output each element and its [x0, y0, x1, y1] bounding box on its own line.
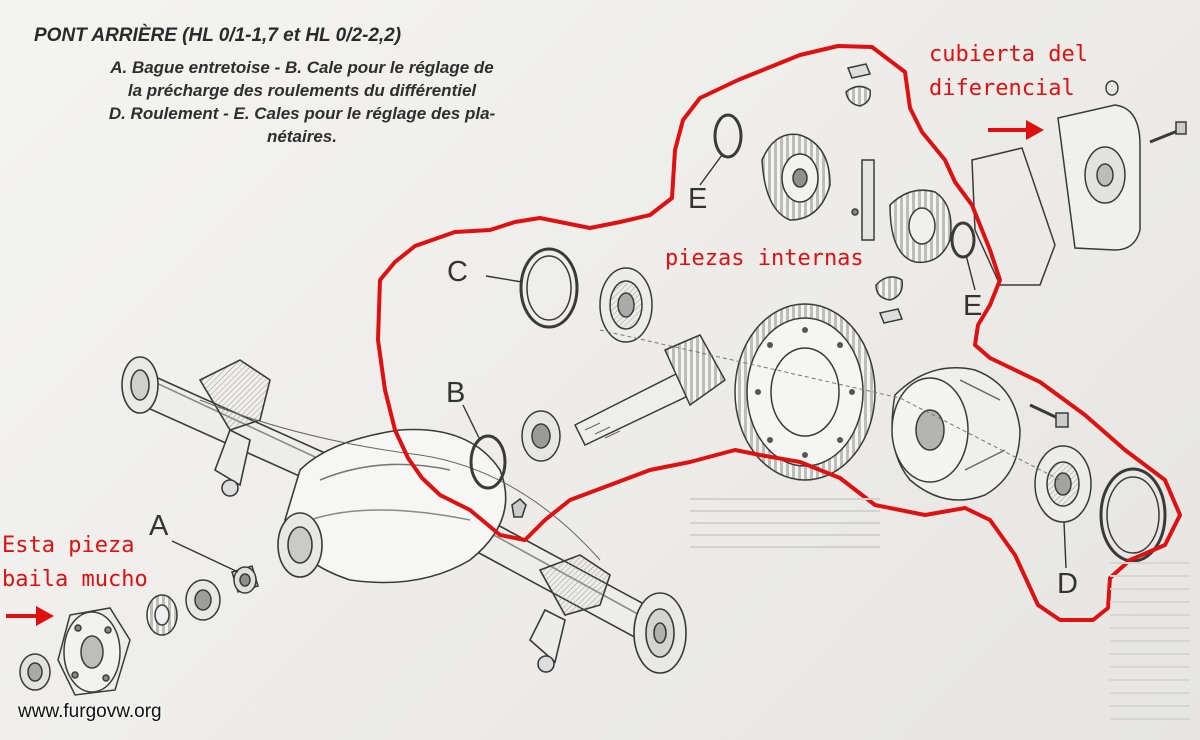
leader-A: [171, 540, 239, 573]
differential-parts: [469, 63, 1167, 563]
loose-part-annotation-line-2: baila mucho: [2, 567, 148, 592]
leader-D: [1063, 521, 1067, 569]
leader-C: [485, 275, 523, 283]
cover-annotation-line-1: cubierta del: [929, 42, 1088, 67]
pinion-flange-parts: [19, 565, 259, 696]
internal-parts-outline: [376, 44, 1182, 622]
leader-B: [462, 404, 481, 441]
leader-E-right: [965, 254, 976, 291]
caption-line-1: A. Bague entretoise - B. Cale pour le ré…: [110, 58, 494, 77]
red-arrow-cover: [988, 120, 1044, 140]
differential-cover: [971, 80, 1187, 286]
callout-A: A: [149, 510, 169, 542]
diagram-title: PONT ARRIÈRE (HL 0/1-1,7 et HL 0/2-2,2): [34, 25, 402, 46]
callout-C: C: [447, 256, 468, 288]
callout-B: B: [446, 377, 466, 409]
leader-E-top: [699, 154, 723, 186]
callout-E-right: E: [963, 290, 983, 322]
background-text-bleed-right: [1110, 560, 1190, 720]
site-watermark: www.furgovw.org: [18, 701, 162, 722]
caption-line-4: nétaires.: [267, 127, 337, 146]
caption-line-2: la précharge des roulements du différent…: [127, 81, 477, 100]
loose-part-annotation-line-1: Esta pieza: [2, 533, 135, 558]
cover-annotation-line-2: diferencial: [929, 76, 1075, 101]
callout-D: D: [1057, 568, 1078, 600]
internal-parts-annotation: piezas internas: [665, 246, 864, 271]
red-arrow-loose: [6, 606, 54, 626]
background-text-bleed: [690, 488, 880, 548]
callout-E-top: E: [688, 183, 708, 215]
axle-housing: [121, 356, 687, 674]
caption-line-3: D. Roulement - E. Cales pour le réglage …: [108, 104, 496, 123]
